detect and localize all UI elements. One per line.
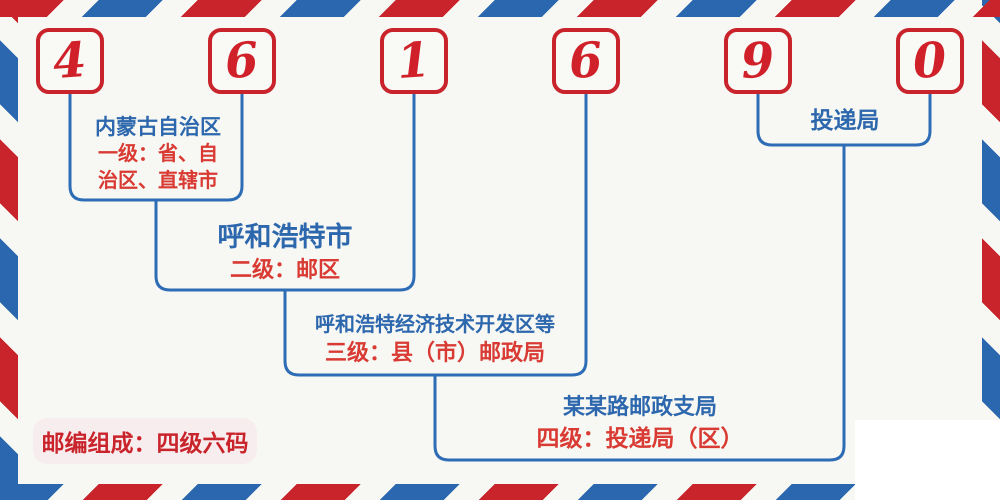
bottom-right-blank-patch xyxy=(855,420,1000,500)
digit-box-1: 4 xyxy=(36,28,104,94)
delivery-bracket xyxy=(756,94,932,147)
level1-region-label: 内蒙古自治区 xyxy=(95,116,221,139)
digit-4: 6 xyxy=(567,31,605,91)
level1-description-label: 一级：省、自 治区、直辖市 xyxy=(98,143,218,192)
level2-region-label: 呼和浩特市 xyxy=(217,222,353,252)
digit-box-2: 6 xyxy=(208,28,276,94)
level4-bracket xyxy=(433,145,846,462)
level4-description-label: 四级：投递局（区） xyxy=(536,425,744,451)
airmail-border-bottom xyxy=(0,484,1000,500)
digit-box-6: 0 xyxy=(896,28,964,94)
airmail-border-right xyxy=(982,0,1000,500)
postal-code-composition-note: 邮编组成：四级六码 xyxy=(33,418,257,464)
airmail-border-left xyxy=(0,0,18,500)
level2-description-label: 二级：邮区 xyxy=(229,257,341,282)
level3-region-label: 呼和浩特经济技术开发区等 xyxy=(315,314,555,336)
digit-3: 1 xyxy=(395,31,433,91)
digit-box-3: 1 xyxy=(380,28,448,94)
delivery-bureau-label: 投递局 xyxy=(810,107,880,133)
digit-1: 4 xyxy=(51,31,89,91)
digit-6: 0 xyxy=(911,31,949,91)
level3-description-label: 三级：县（市）邮政局 xyxy=(324,340,546,365)
digit-box-5: 9 xyxy=(724,28,792,94)
airmail-border-top xyxy=(0,0,1000,17)
digit-2: 6 xyxy=(223,31,261,91)
digit-5: 9 xyxy=(739,31,777,91)
level4-region-label: 某某路邮政支局 xyxy=(562,394,718,419)
composition-note-text: 邮编组成：四级六码 xyxy=(41,430,249,456)
digit-box-4: 6 xyxy=(552,28,620,94)
